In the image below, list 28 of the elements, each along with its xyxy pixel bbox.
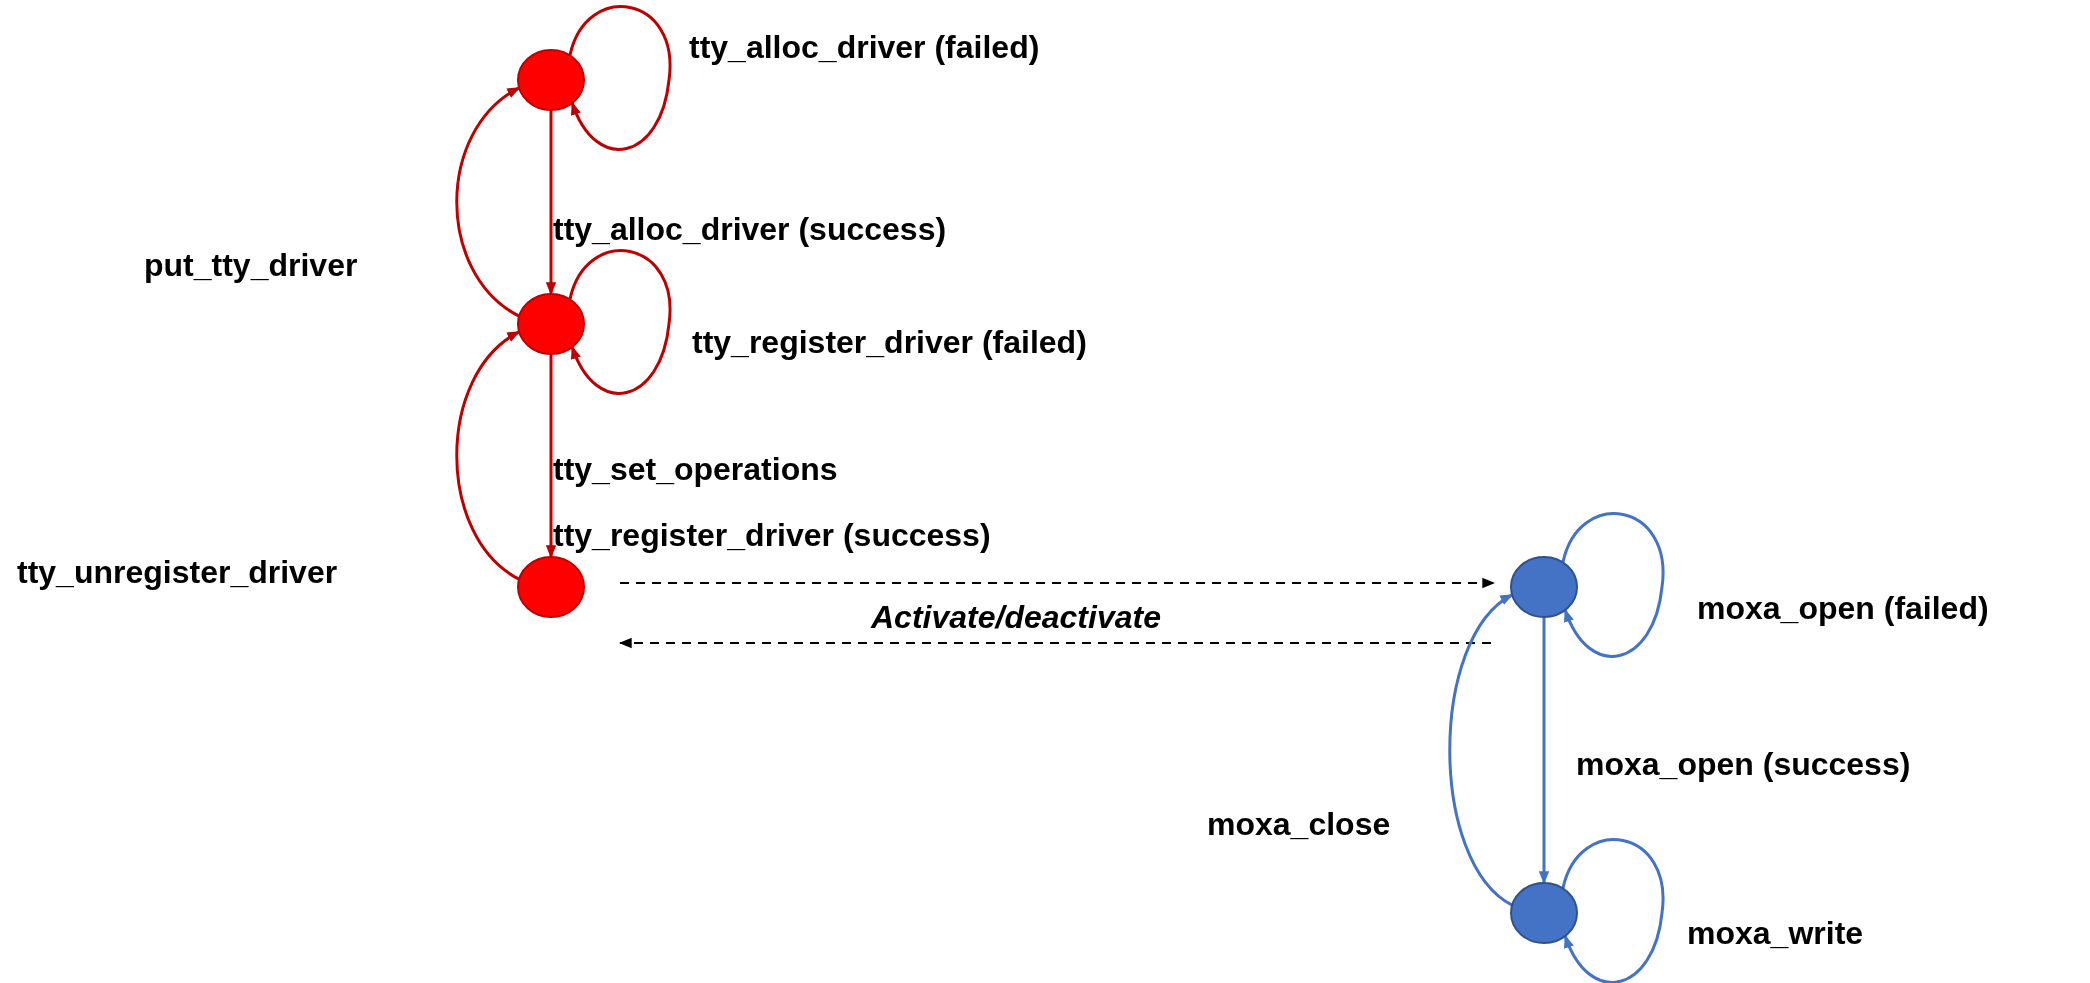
state-node (516, 555, 586, 619)
arrow (545, 354, 557, 559)
edge-label: moxa_open (success) (1576, 745, 1911, 784)
arrow (1561, 838, 1665, 983)
arrow (619, 577, 1496, 589)
edge-label: tty_alloc_driver (success) (553, 210, 947, 249)
edge-label: moxa_open (failed) (1697, 589, 1989, 628)
arrow (568, 249, 672, 395)
note-label: Activate/deactivate (871, 598, 1161, 637)
arrow (455, 86, 521, 318)
edge-label: tty_register_driver (failed) (692, 323, 1087, 362)
arrow (568, 5, 672, 151)
arrow (1538, 617, 1550, 885)
state-node (516, 292, 586, 356)
arrow (455, 330, 521, 581)
arrow (545, 110, 557, 296)
state-node (1509, 555, 1579, 619)
edge-label: moxa_close (1207, 805, 1391, 844)
arrow (1448, 593, 1514, 907)
edge-label: tty_set_operations tty_register_driver (success) (553, 450, 992, 555)
state-node (1509, 881, 1579, 945)
state-node (516, 48, 586, 112)
edge-label: moxa_write (1687, 914, 1864, 953)
arrow (1561, 512, 1665, 658)
edge-label: put_tty_driver (144, 246, 358, 285)
edge-label: tty_unregister_driver (17, 553, 338, 592)
edge-label: tty_alloc_driver (failed) (689, 28, 1040, 67)
arrow (618, 637, 1492, 649)
